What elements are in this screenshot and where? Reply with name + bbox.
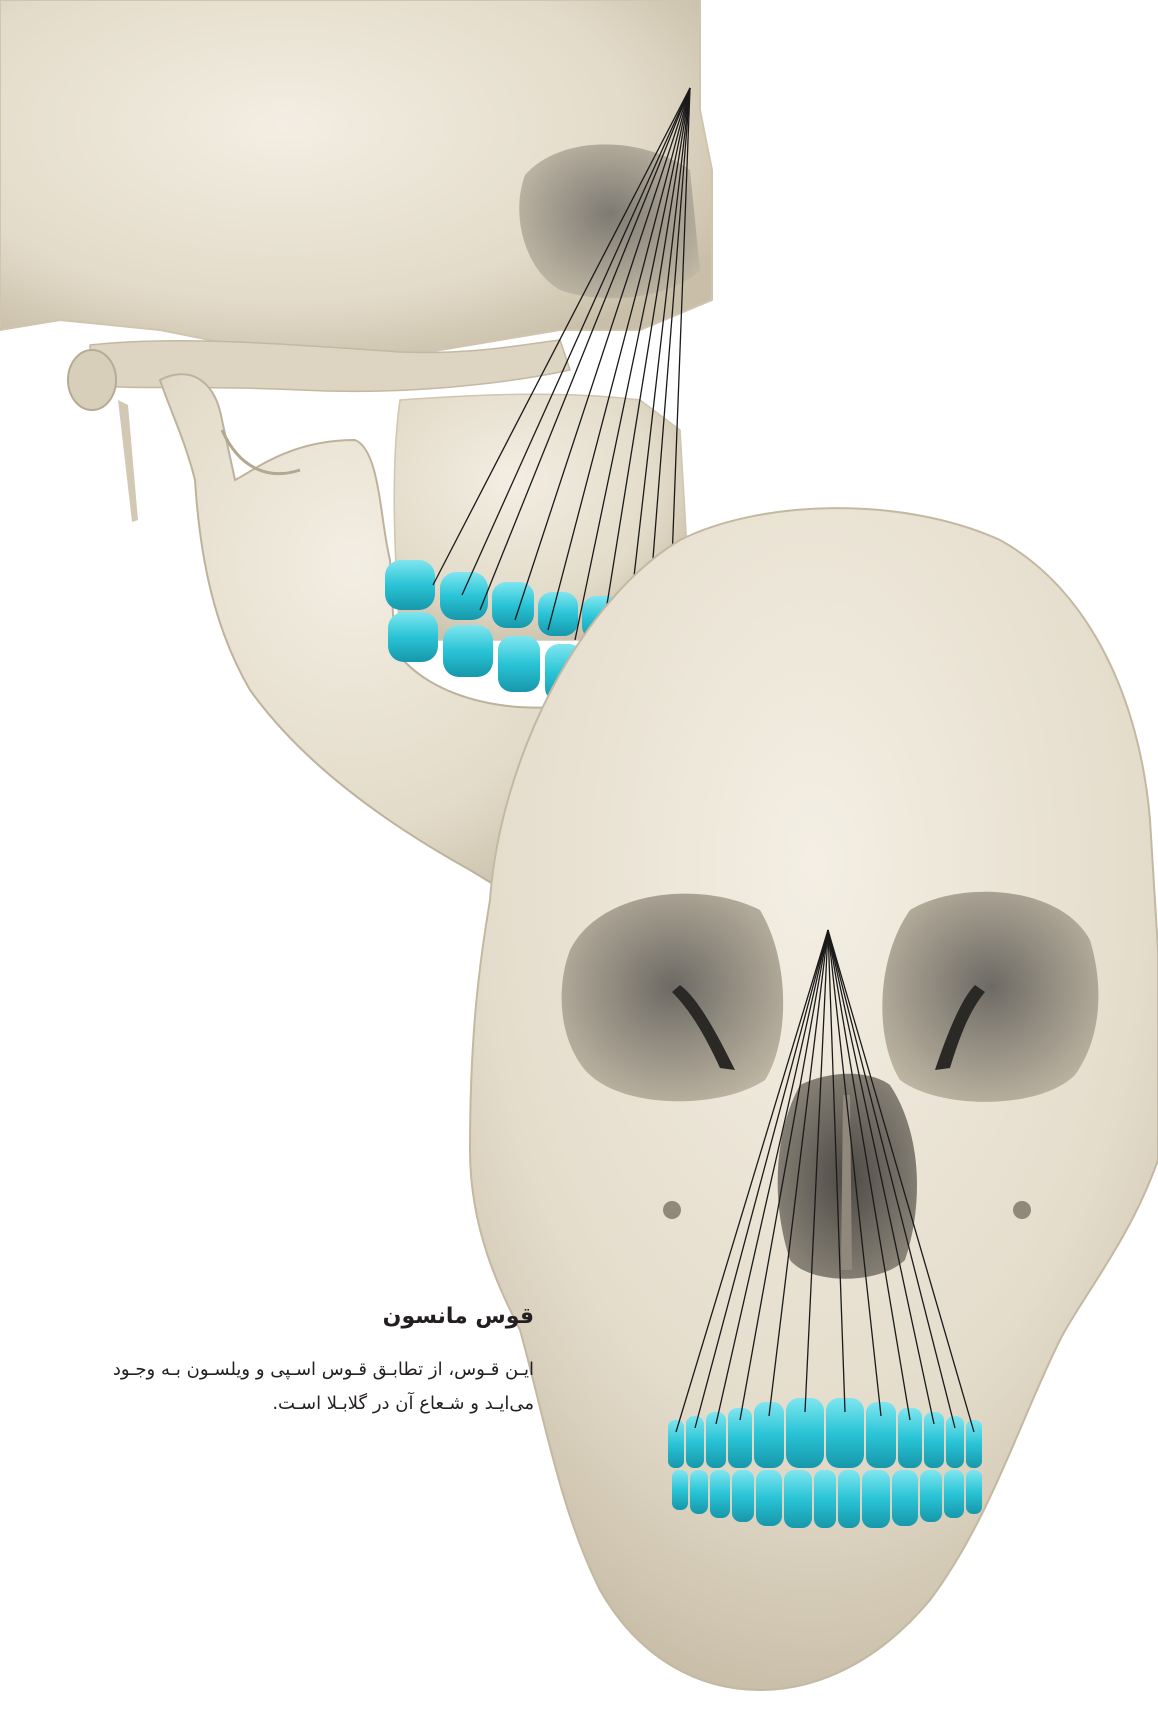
frontal-lower-tooth — [756, 1470, 782, 1526]
caption-line: می‌ایـد و شـعاع آن در گلابـلا اسـت. — [14, 1387, 534, 1421]
frontal-orbit-left — [562, 894, 784, 1102]
frontal-lower-tooth — [814, 1470, 836, 1528]
frontal-lower-tooth — [966, 1470, 982, 1514]
frontal-lower-tooth — [920, 1470, 942, 1522]
frontal-upper-tooth — [966, 1420, 982, 1468]
frontal-lower-tooth — [944, 1470, 964, 1518]
lateral-lower-tooth — [498, 636, 540, 692]
lateral-styloid-process — [118, 400, 138, 522]
frontal-upper-tooth — [686, 1416, 704, 1468]
frontal-lower-tooth — [862, 1470, 890, 1528]
frontal-lower-tooth — [672, 1470, 688, 1510]
frontal-lower-tooth — [892, 1470, 918, 1526]
frontal-lower-tooth — [838, 1470, 860, 1528]
lateral-lower-tooth — [443, 625, 493, 677]
frontal-skull — [470, 508, 1158, 1690]
lateral-lower-tooth — [388, 612, 438, 662]
lateral-upper-tooth — [385, 560, 435, 610]
caption-title: قوس مانسون — [14, 1304, 534, 1329]
caption-block: قوس مانسون ایـن قـوس، از تطابـق قـوس اسـ… — [14, 1304, 534, 1421]
frontal-lower-tooth — [732, 1470, 754, 1522]
frontal-upper-tooth — [924, 1412, 944, 1468]
caption-body: ایـن قـوس، از تطابـق قـوس اسـپی و ویلسـو… — [14, 1353, 534, 1421]
frontal-lower-tooth — [784, 1470, 812, 1528]
lateral-upper-tooth — [538, 592, 578, 636]
frontal-upper-tooth — [946, 1416, 964, 1468]
frontal-orbit-right — [882, 892, 1098, 1102]
frontal-upper-tooth — [706, 1412, 726, 1468]
lateral-ear-canal — [68, 350, 116, 410]
frontal-lower-tooth — [690, 1470, 708, 1514]
lateral-upper-tooth — [440, 572, 488, 620]
frontal-foramen-left — [663, 1201, 681, 1219]
caption-line: ایـن قـوس، از تطابـق قـوس اسـپی و ویلسـو… — [14, 1353, 534, 1387]
lateral-upper-tooth — [492, 582, 534, 628]
frontal-lower-tooth — [710, 1470, 730, 1518]
frontal-foramen-right — [1013, 1201, 1031, 1219]
frontal-upper-tooth — [668, 1420, 684, 1468]
